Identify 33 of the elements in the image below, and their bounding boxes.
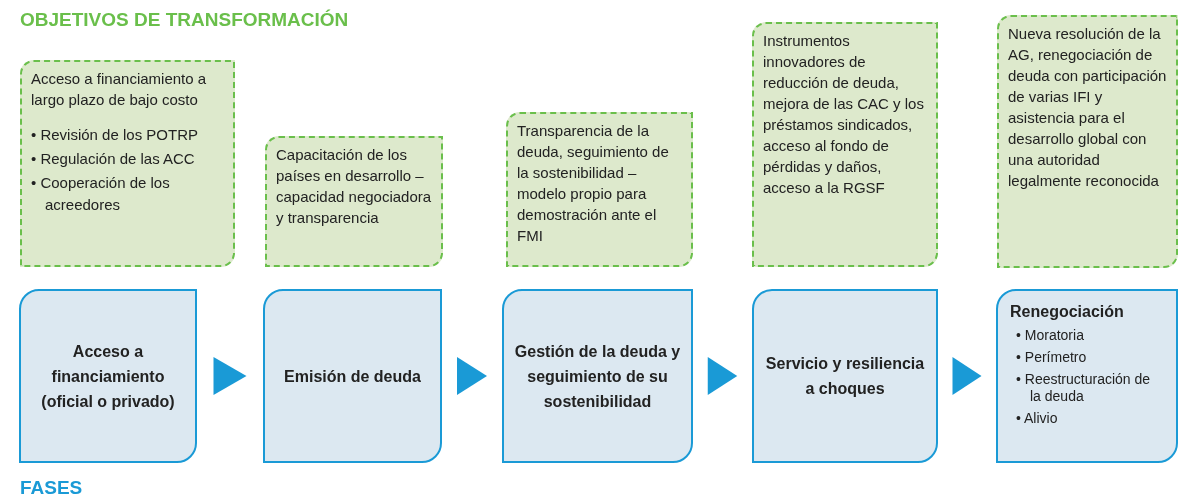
bullet-item: • Regulación de las ACC (31, 149, 196, 169)
objective-text: Acceso a financiamiento a largo plazo de bajo costo (31, 69, 208, 110)
arrow (952, 357, 982, 395)
arrow (457, 357, 487, 395)
phase-title: Gestión de la deuda y seguimiento de su sostenibilidad (514, 341, 681, 412)
objective-box (506, 112, 693, 267)
bullet-item: • Revisión de los POTRP (31, 125, 199, 145)
phase-box (502, 289, 693, 463)
section-heading: FASES (20, 476, 83, 500)
phase-box (752, 289, 938, 463)
objective-box (20, 60, 235, 267)
phase-box (263, 289, 442, 463)
phase-title: Renegociación (1010, 302, 1124, 322)
phase-title: Servicio y resiliencia a choques (764, 354, 926, 399)
objective-box (752, 22, 938, 267)
objective-text: Instrumentos innovadores de reducción de deuda, mejora de las CAC y los préstamos sindicados, acceso al fondo de pérdidas y daños, acceso a la RGSF (763, 31, 925, 198)
section-heading: OBJETIVOS DE TRANSFORMACIÓN (20, 8, 349, 32)
phase-title: Acceso a financiamiento (oficial o privado) (40, 341, 176, 412)
bullet-item: • Moratoria (1016, 327, 1085, 344)
phase-box (996, 289, 1178, 463)
bullet-item: • Cooperación de los acreedores (31, 173, 171, 215)
objective-box (265, 136, 443, 267)
bullet-item: • Reestructuración de la deuda (1016, 371, 1152, 405)
objective-box (997, 15, 1178, 268)
bullet-item: • Perímetro (1016, 349, 1088, 366)
objective-text: Capacitación de los países en desarrollo – capacidad negociadora y transparencia (276, 145, 432, 228)
objective-text: Nueva resolución de la AG, renegociación de deuda con participación de varias IFI y asistencia para el desarrollo global con una autoridad legalmente reconocida (1008, 24, 1167, 191)
objective-text: Transparencia de la deuda, seguimiento de la sostenibilidad – modelo propio para demostración ante el FMI (517, 121, 670, 246)
phase-box (19, 289, 197, 463)
phase-title: Emisión de deuda (284, 366, 421, 387)
arrow (213, 357, 247, 395)
arrow (707, 357, 738, 395)
bullet-item: • Alivio (1016, 410, 1059, 427)
